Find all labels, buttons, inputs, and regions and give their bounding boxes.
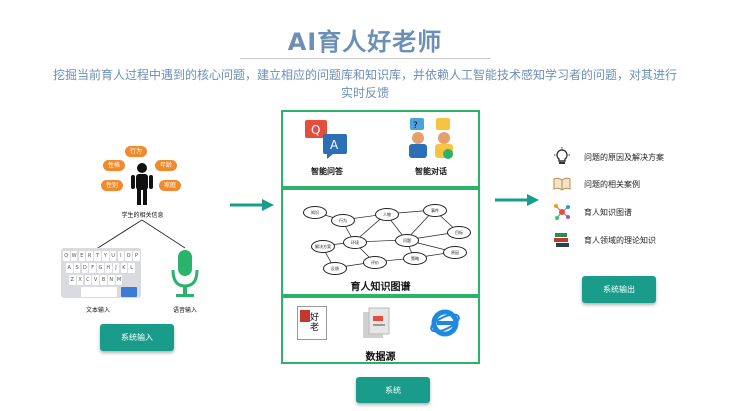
svg-text:Q: Q bbox=[311, 123, 320, 137]
page-title: AI育人好老师 bbox=[287, 28, 443, 56]
keyboard-key: W bbox=[70, 251, 78, 261]
student-person-icon bbox=[131, 163, 153, 205]
output-item-label: 问题的原因及解决方案 bbox=[584, 152, 664, 162]
lightbulb-icon bbox=[554, 147, 570, 164]
branch-lines bbox=[89, 219, 186, 254]
keyboard-key: V bbox=[92, 275, 99, 285]
keyboard-key: C bbox=[84, 275, 92, 285]
graph-node: 人物 bbox=[375, 208, 399, 221]
title-divider bbox=[240, 58, 490, 59]
output-item-cases: 问题的相关案例 bbox=[552, 170, 712, 198]
keyboard-key: T bbox=[94, 251, 101, 261]
graph-node: 原因 bbox=[443, 246, 467, 259]
output-item-label: 问题的相关案例 bbox=[584, 179, 640, 189]
output-item-graph: 育人知识图谱 bbox=[552, 198, 712, 226]
keyboard-key: G bbox=[97, 263, 104, 273]
student-info-label: 学生的相关信息 bbox=[121, 212, 164, 219]
graph-node: 问题 bbox=[395, 234, 419, 247]
dialog-label: 智能对话 bbox=[415, 167, 447, 176]
internet-explorer-icon bbox=[430, 309, 460, 337]
system-button[interactable]: 系统 bbox=[356, 377, 430, 403]
output-item-label: 育人领域的理论知识 bbox=[584, 235, 656, 245]
svg-text:A: A bbox=[330, 138, 339, 152]
calligraphy-logo-icon: 好老 bbox=[297, 306, 327, 340]
keyboard-key: N bbox=[108, 275, 115, 285]
keyboard-key: F bbox=[89, 263, 96, 273]
graph-node: 目标 bbox=[447, 226, 471, 239]
keyboard-key: I bbox=[117, 251, 125, 261]
system-input-button[interactable]: 系统输入 bbox=[100, 324, 174, 351]
keyboard-space-key bbox=[81, 287, 117, 297]
keyboard-key: K bbox=[120, 263, 128, 273]
keyboard-key: L bbox=[128, 263, 135, 273]
knowledge-graph-box: 知识行为 人物 事件目标问题 环境解决方案 原因 策略 评价 反馈 育人知识图谱 bbox=[281, 188, 480, 296]
keyboard-key: E bbox=[78, 251, 86, 261]
data-source-box: 好老 数据源 bbox=[281, 296, 480, 364]
dialog-icon: ? bbox=[409, 118, 453, 159]
documents-icon bbox=[363, 307, 390, 338]
keyboard-key: Y bbox=[102, 251, 109, 261]
keyboard-key: J bbox=[112, 263, 120, 273]
graph-node: 策略 bbox=[403, 252, 427, 265]
data-source-label: 数据源 bbox=[365, 352, 396, 363]
tag-age: 年龄 bbox=[155, 160, 177, 171]
keyboard-key: B bbox=[100, 275, 107, 285]
graph-node: 反馈 bbox=[323, 262, 347, 275]
page-subtitle: 挖掘当前育人过程中遇到的核心问题，建立相应的问题库和知识库，并依赖人工智能技术感… bbox=[52, 68, 677, 100]
qa-label: 智能问答 bbox=[311, 167, 343, 176]
svg-text:?: ? bbox=[413, 121, 418, 131]
graph-title: 育人知识图谱 bbox=[350, 282, 411, 293]
output-item-theory: 育人领域的理论知识 bbox=[552, 226, 712, 254]
graph-node: 知识 bbox=[303, 206, 327, 219]
graph-icon bbox=[554, 204, 570, 220]
keyboard-key: Q bbox=[63, 251, 70, 261]
output-item-solutions: 问题的原因及解决方案 bbox=[552, 144, 712, 170]
keyboard-key: O bbox=[125, 251, 132, 261]
qa-icon: Q A bbox=[305, 120, 347, 159]
keyboard-key: M bbox=[115, 275, 123, 285]
keyboard-key: S bbox=[73, 263, 81, 273]
book-icon bbox=[553, 177, 571, 191]
keyboard-key: D bbox=[81, 263, 89, 273]
keyboard-key: R bbox=[86, 251, 93, 261]
graph-node: 行为 bbox=[331, 214, 355, 227]
keyboard-key: P bbox=[133, 251, 140, 261]
graph-node: 事件 bbox=[423, 204, 447, 217]
graph-node: 评价 bbox=[363, 256, 387, 269]
graph-node: 解决方案 bbox=[311, 240, 335, 253]
books-stack-icon bbox=[554, 233, 569, 247]
keyboard-key: U bbox=[109, 251, 117, 261]
arrow-right-icon-2 bbox=[495, 194, 539, 206]
voice-input-label: 语音输入 bbox=[172, 307, 197, 314]
tag-gender: 性别 bbox=[101, 180, 123, 191]
text-input-label: 文本输入 bbox=[85, 307, 110, 314]
tag-family: 家庭 bbox=[159, 180, 181, 191]
keyboard-key: A bbox=[66, 263, 73, 273]
tag-personality: 性格 bbox=[103, 160, 125, 171]
graph-node: 环境 bbox=[343, 236, 367, 249]
system-output-button[interactable]: 系统输出 bbox=[582, 276, 656, 303]
output-list: 问题的原因及解决方案 问题的相关案例 育人知识图谱 育人领域的理论知识 bbox=[552, 144, 712, 254]
tag-behavior: 行为 bbox=[125, 146, 147, 157]
keyboard-key: X bbox=[76, 275, 84, 285]
keyboard-key: Z bbox=[69, 275, 76, 285]
microphone-icon bbox=[171, 250, 199, 297]
ai-apps-box: Q A 智能问答 ? 智能对话 bbox=[281, 110, 480, 188]
keyboard-enter-key bbox=[121, 287, 137, 297]
output-item-label: 育人知识图谱 bbox=[584, 207, 632, 217]
keyboard-key: H bbox=[105, 263, 112, 273]
arrow-right-icon bbox=[230, 199, 274, 211]
